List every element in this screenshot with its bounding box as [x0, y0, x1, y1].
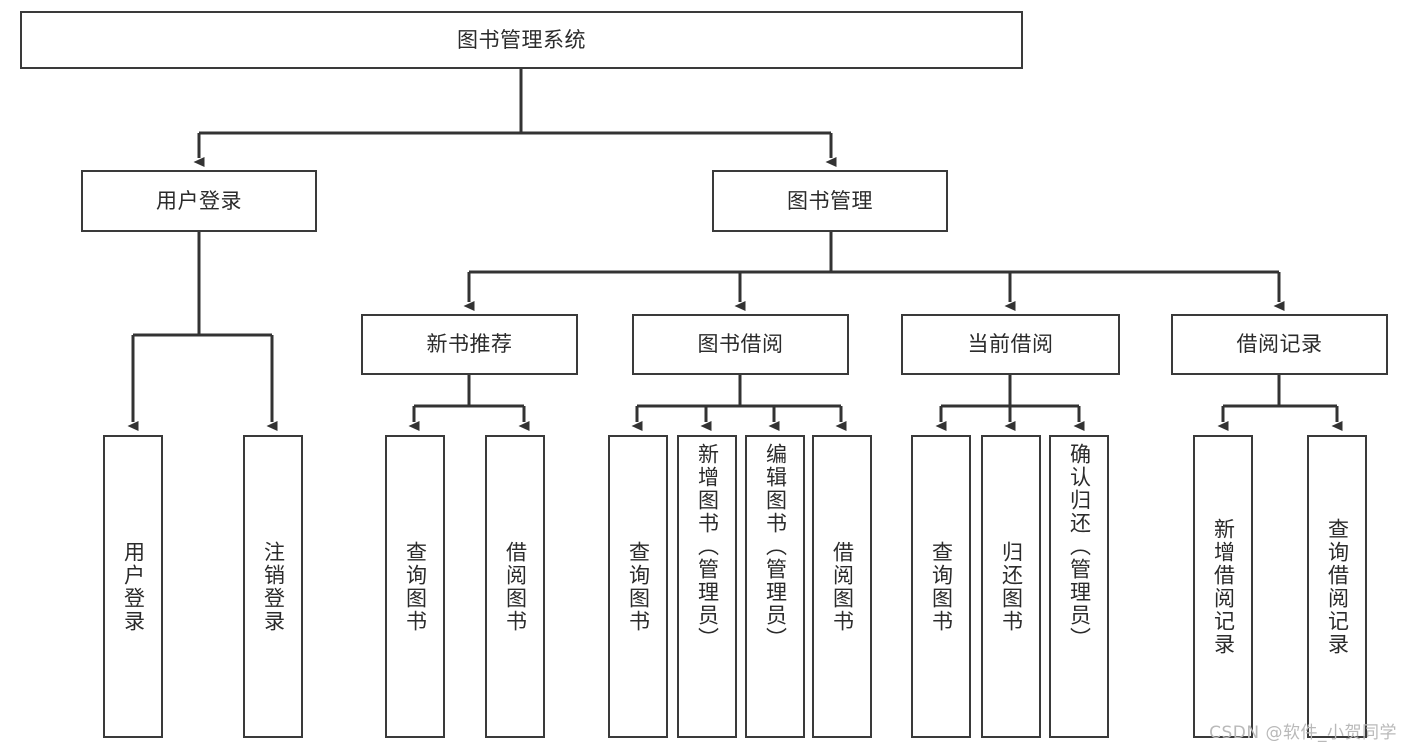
leaf-user-login[interactable]: 用户登录 — [103, 435, 163, 738]
node-label: 查询图书 — [929, 540, 954, 633]
node-root-book-management-system[interactable]: 图书管理系统 — [20, 11, 1023, 69]
leaf-add-borrowing-record[interactable]: 新增借阅记录 — [1193, 435, 1253, 738]
node-label: 当前借阅 — [967, 332, 1054, 357]
node-current-borrowing[interactable]: 当前借阅 — [901, 314, 1120, 375]
leaf-add-book-admin[interactable]: 新增图书（管理员） — [677, 435, 737, 738]
node-new-book-recommendation[interactable]: 新书推荐 — [361, 314, 578, 375]
node-label: 图书管理 — [787, 188, 873, 213]
node-label: 归还图书 — [999, 540, 1024, 633]
node-label: 查询图书 — [403, 540, 428, 633]
node-label: 查询借阅记录 — [1325, 517, 1350, 656]
node-label: 借阅图书 — [503, 540, 528, 633]
leaf-confirm-return-admin[interactable]: 确认归还（管理员） — [1049, 435, 1109, 738]
node-user-login[interactable]: 用户登录 — [81, 170, 317, 232]
node-label: 新增图书（管理员） — [695, 443, 720, 650]
leaf-query-borrowing-record[interactable]: 查询借阅记录 — [1307, 435, 1367, 738]
leaf-query-books-borrowing[interactable]: 查询图书 — [608, 435, 668, 738]
leaf-query-books-current[interactable]: 查询图书 — [911, 435, 971, 738]
node-label: 查询图书 — [626, 540, 651, 633]
node-book-borrowing[interactable]: 图书借阅 — [632, 314, 849, 375]
csdn-watermark: CSDN @软件_小贺同学 — [1209, 723, 1397, 743]
leaf-return-books[interactable]: 归还图书 — [981, 435, 1041, 738]
node-borrowing-records[interactable]: 借阅记录 — [1171, 314, 1388, 375]
node-label: 借阅记录 — [1236, 332, 1323, 357]
node-label: 借阅图书 — [830, 540, 855, 633]
node-label: 注销登录 — [261, 540, 286, 633]
node-label: 用户登录 — [121, 540, 146, 633]
leaf-edit-book-admin[interactable]: 编辑图书（管理员） — [745, 435, 805, 738]
leaf-query-books-recommendation[interactable]: 查询图书 — [385, 435, 445, 738]
leaf-borrow-books-recommendation[interactable]: 借阅图书 — [485, 435, 545, 738]
node-label: 图书管理系统 — [457, 27, 586, 52]
node-label: 确认归还（管理员） — [1067, 443, 1092, 650]
node-book-management[interactable]: 图书管理 — [712, 170, 948, 232]
node-label: 新书推荐 — [426, 332, 513, 357]
node-label: 编辑图书（管理员） — [763, 443, 788, 650]
node-label: 新增借阅记录 — [1211, 517, 1236, 656]
leaf-borrow-books-borrowing[interactable]: 借阅图书 — [812, 435, 872, 738]
node-label: 用户登录 — [156, 188, 242, 213]
node-label: 图书借阅 — [697, 332, 784, 357]
leaf-logout[interactable]: 注销登录 — [243, 435, 303, 738]
